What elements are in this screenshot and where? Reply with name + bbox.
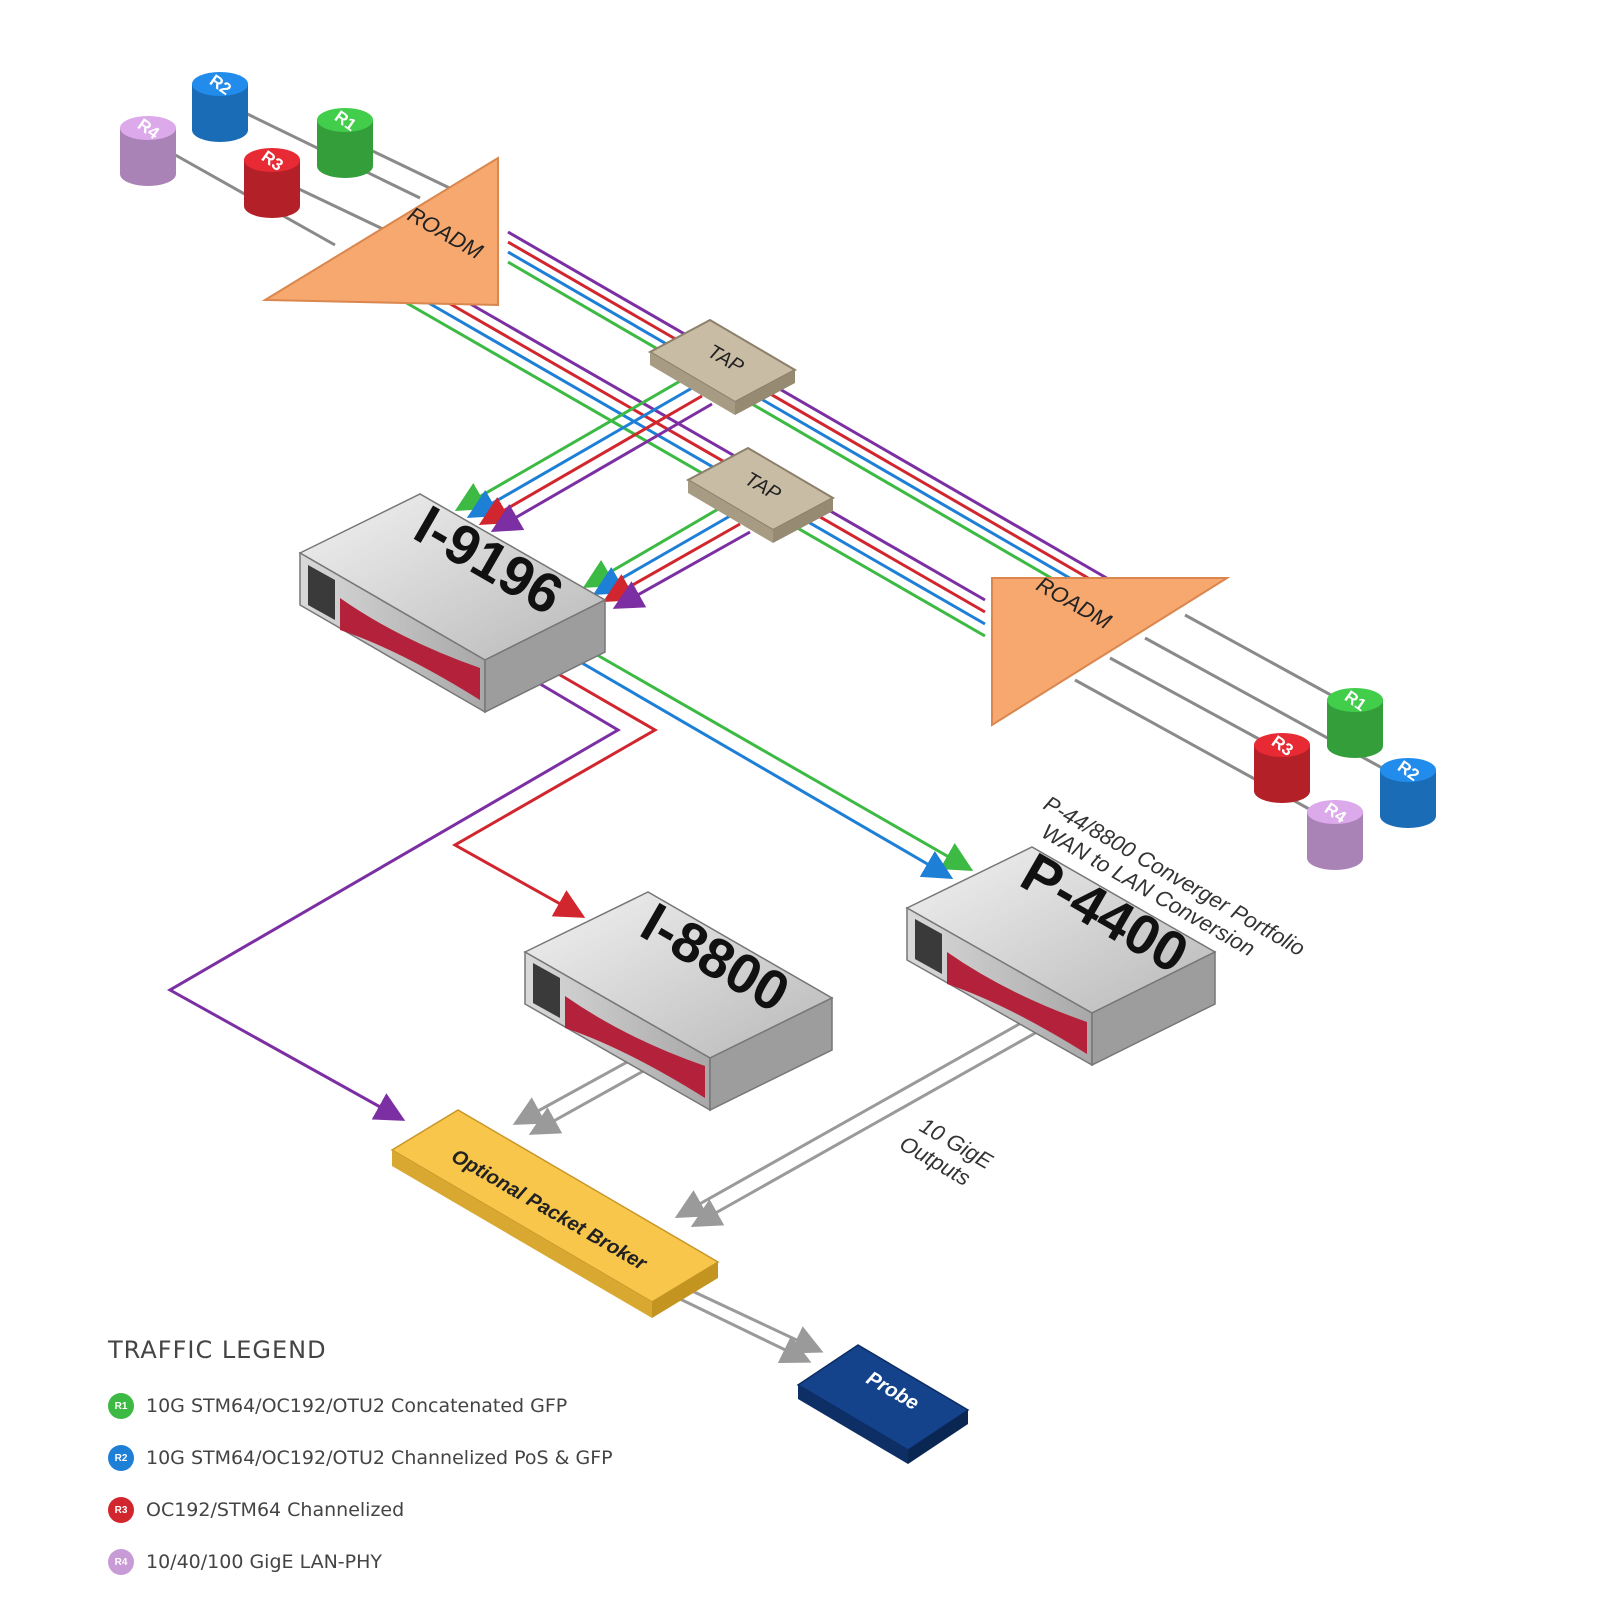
legend-item: R1 10G STM64/OC192/OTU2 Concatenated GFP xyxy=(108,1380,808,1432)
roadm-top: ROADM xyxy=(261,156,499,307)
legend-text: OC192/STM64 Channelized xyxy=(146,1499,405,1521)
router-r3-bottom: R3 xyxy=(1254,732,1310,803)
router-r2-bottom: R2 xyxy=(1380,757,1436,828)
upper-fiber-bundle xyxy=(507,230,1111,588)
device-i9196: I-9196 xyxy=(298,493,607,714)
tap-2: TAP xyxy=(685,446,836,543)
p4400-to-broker-fibers xyxy=(674,1016,1047,1227)
device-i8800: I-8800 xyxy=(523,890,834,1112)
legend-text: 10G STM64/OC192/OTU2 Channelized PoS & G… xyxy=(146,1447,613,1469)
tap2-to-i9196-fibers xyxy=(582,506,751,609)
router-r4-top: R4 xyxy=(120,115,176,186)
router-r3-top: R3 xyxy=(244,147,300,218)
router-r2-top: R2 xyxy=(192,71,248,142)
router-r1-bottom: R1 xyxy=(1327,687,1383,758)
broker-to-probe-fibers xyxy=(677,1288,824,1364)
router-r4-bottom: R4 xyxy=(1307,799,1363,870)
outputs-note: 10 GigE Outputs xyxy=(896,1113,998,1191)
legend-text: 10G STM64/OC192/OTU2 Concatenated GFP xyxy=(146,1395,568,1417)
legend-text: 10/40/100 GigE LAN-PHY xyxy=(146,1551,383,1573)
probe: Probe xyxy=(796,1344,970,1464)
legend-badge-r2: R2 xyxy=(108,1445,134,1471)
i9196-output-fibers xyxy=(166,646,974,1121)
legend-badge-r4: R4 xyxy=(108,1549,134,1575)
legend-title: TRAFFIC LEGEND xyxy=(108,1336,327,1364)
router-r1-top: R1 xyxy=(317,107,373,178)
tap-1: TAP xyxy=(647,318,798,415)
legend-badge-r1: R1 xyxy=(108,1393,134,1419)
legend-item: R4 10/40/100 GigE LAN-PHY xyxy=(108,1536,808,1588)
packet-broker: Optional Packet Broker xyxy=(390,1109,720,1318)
traffic-legend: TRAFFIC LEGEND R1 10G STM64/OC192/OTU2 C… xyxy=(108,1336,808,1588)
i8800-to-broker-fibers xyxy=(512,1053,657,1135)
tap1-to-i9196-fibers xyxy=(454,378,713,533)
roadm-bottom: ROADM xyxy=(991,572,1231,727)
lower-fiber-bundle xyxy=(397,296,986,638)
legend-item: R2 10G STM64/OC192/OTU2 Channelized PoS … xyxy=(108,1432,808,1484)
legend-item: R3 OC192/STM64 Channelized xyxy=(108,1484,808,1536)
legend-badge-r3: R3 xyxy=(108,1497,134,1523)
